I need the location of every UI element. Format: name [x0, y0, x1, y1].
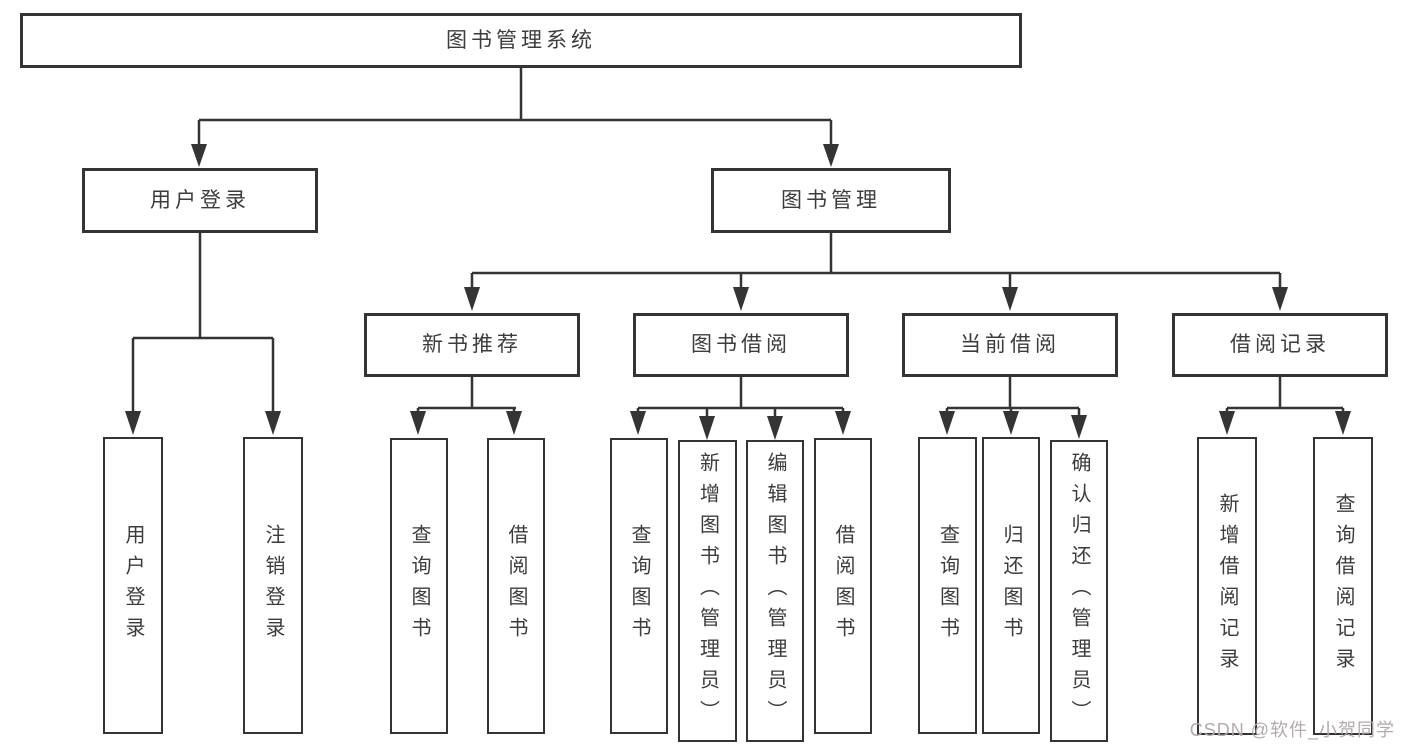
node-book-borrowing: 图书借阅 — [633, 313, 849, 377]
leaf-query-books-current: 查询图书 — [918, 437, 977, 734]
leaf-add-borrow-record: 新增借阅记录 — [1197, 437, 1257, 735]
leaf-borrow-books: 借阅图书 — [814, 438, 872, 734]
node-current-borrowing: 当前借阅 — [902, 313, 1118, 377]
leaf-query-books-recommend: 查询图书 — [390, 438, 448, 734]
leaf-confirm-return-admin: 确认归还（管理员） — [1050, 440, 1108, 742]
node-book-management: 图书管理 — [711, 168, 951, 233]
leaf-borrow-books-recommend: 借阅图书 — [487, 438, 545, 734]
leaf-user-login: 用户登录 — [103, 437, 163, 734]
leaf-logout: 注销登录 — [243, 437, 303, 734]
leaf-edit-book-admin: 编辑图书（管理员） — [746, 440, 804, 742]
node-system-root: 图书管理系统 — [20, 13, 1022, 68]
leaf-query-borrow-record: 查询借阅记录 — [1313, 437, 1373, 735]
node-new-book-recommendation: 新书推荐 — [364, 313, 580, 377]
csdn-watermark: CSDN @软件_小贺同学 — [1189, 720, 1395, 740]
node-user-login: 用户登录 — [82, 168, 318, 233]
leaf-return-book: 归还图书 — [982, 437, 1040, 734]
node-borrowing-records: 借阅记录 — [1172, 313, 1388, 377]
leaf-query-books-borrow: 查询图书 — [610, 438, 668, 734]
leaf-add-book-admin: 新增图书（管理员） — [678, 440, 737, 742]
